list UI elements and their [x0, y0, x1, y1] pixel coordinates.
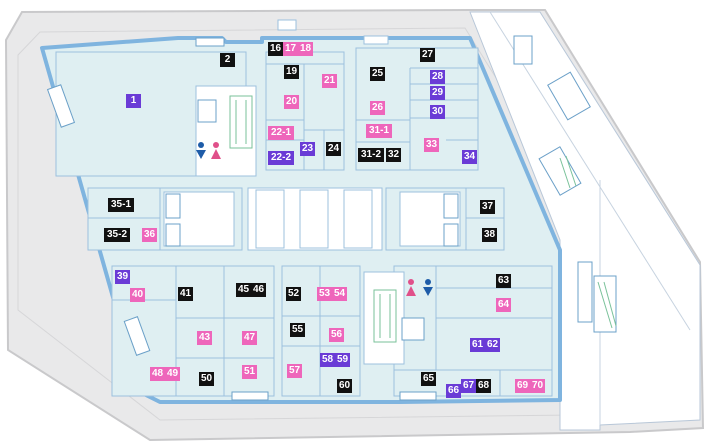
- unit-28[interactable]: 28: [430, 70, 445, 84]
- outer-walkway-outline: [17, 27, 576, 421]
- unit-24[interactable]: 24: [326, 142, 341, 156]
- unit-35-1[interactable]: 35-1: [108, 198, 134, 212]
- unit-64[interactable]: 64: [496, 298, 511, 312]
- unit-2[interactable]: 2: [220, 53, 235, 67]
- unit-60[interactable]: 60: [337, 379, 352, 393]
- staircase-icon: [46, 35, 617, 401]
- unit-31-1[interactable]: 31-1: [366, 124, 392, 138]
- unit-18[interactable]: 18: [298, 42, 313, 56]
- unit-68[interactable]: 68: [476, 379, 491, 393]
- unit-52[interactable]: 52: [286, 287, 301, 301]
- unit-48[interactable]: 48: [150, 367, 165, 381]
- unit-46[interactable]: 46: [251, 283, 266, 297]
- unit-38[interactable]: 38: [482, 228, 497, 242]
- unit-32[interactable]: 32: [386, 148, 401, 162]
- escalator-icon: [229, 95, 397, 343]
- unit-67[interactable]: 67: [461, 379, 476, 393]
- unit-25[interactable]: 25: [370, 67, 385, 81]
- unit-40[interactable]: 40: [130, 288, 145, 302]
- unit-19[interactable]: 19: [284, 65, 299, 79]
- unit-23[interactable]: 23: [300, 142, 315, 156]
- unit-70[interactable]: 70: [530, 379, 545, 393]
- unit-56[interactable]: 56: [329, 328, 344, 342]
- unit-50[interactable]: 50: [199, 372, 214, 386]
- unit-62[interactable]: 62: [485, 338, 500, 352]
- unit-29[interactable]: 29: [430, 86, 445, 100]
- unit-35-2[interactable]: 35-2: [104, 228, 130, 242]
- male-restroom-icon: [196, 142, 433, 296]
- escalator-hall-bottom: [363, 271, 405, 365]
- unit-1[interactable]: 1: [126, 94, 141, 108]
- unit-16[interactable]: 16: [268, 42, 283, 56]
- unit-31-2[interactable]: 31-2: [358, 148, 384, 162]
- unit-58[interactable]: 58: [320, 353, 335, 367]
- unit-65[interactable]: 65: [421, 372, 436, 386]
- unit-53[interactable]: 53: [317, 287, 332, 301]
- unit-47[interactable]: 47: [242, 331, 257, 345]
- unit-57[interactable]: 57: [287, 364, 302, 378]
- unit-22-1[interactable]: 22-1: [268, 126, 294, 140]
- unit-21[interactable]: 21: [322, 74, 337, 88]
- unit-61[interactable]: 61: [470, 338, 485, 352]
- unit-39[interactable]: 39: [115, 270, 130, 284]
- unit-22-2[interactable]: 22-2: [268, 151, 294, 165]
- unit-55[interactable]: 55: [290, 323, 305, 337]
- unit-45[interactable]: 45: [236, 283, 251, 297]
- unit-59[interactable]: 59: [335, 353, 350, 367]
- unit-43[interactable]: 43: [197, 331, 212, 345]
- unit-36[interactable]: 36: [142, 228, 157, 242]
- unit-26[interactable]: 26: [370, 101, 385, 115]
- unit-69[interactable]: 69: [515, 379, 530, 393]
- unit-30[interactable]: 30: [430, 105, 445, 119]
- unit-20[interactable]: 20: [284, 95, 299, 109]
- exit-marker: [277, 19, 297, 31]
- unit-37[interactable]: 37: [480, 200, 495, 214]
- female-restroom-icon: [211, 142, 416, 296]
- unit-33[interactable]: 33: [424, 138, 439, 152]
- unit-66[interactable]: 66: [446, 384, 461, 398]
- unit-27[interactable]: 27: [420, 48, 435, 62]
- unit-34[interactable]: 34: [462, 150, 477, 164]
- unit-17[interactable]: 17: [283, 42, 298, 56]
- unit-54[interactable]: 54: [332, 287, 347, 301]
- unit-49[interactable]: 49: [165, 367, 180, 381]
- unit-63[interactable]: 63: [496, 274, 511, 288]
- unit-41[interactable]: 41: [178, 287, 193, 301]
- unit-51[interactable]: 51: [242, 365, 257, 379]
